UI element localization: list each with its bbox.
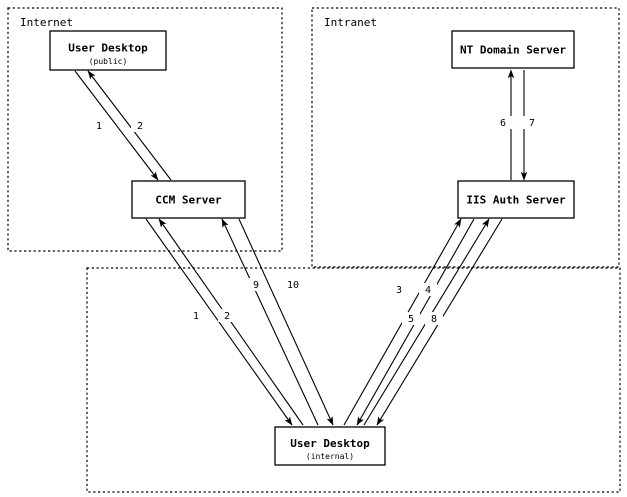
zone-boundary-internal (86, 267, 621, 493)
node-box-user-desktop-public (49, 30, 167, 71)
edge-label-backing-e5 (402, 312, 420, 325)
node-title-ccm-server: CCM Server (155, 194, 222, 207)
flow-line-2-ccm-server-to-user-desktop-public (87, 70, 172, 181)
zones-layer: Internet Intranet (7, 7, 621, 493)
flow-line-9-user-desktop-internal-to-ccm-server (221, 218, 319, 426)
edge-label-4-e4: 4 (425, 285, 431, 296)
edge-label-backing-e3 (390, 283, 408, 296)
edge-label-7-e7: 7 (529, 118, 535, 129)
edge-label-backing-e4 (419, 283, 437, 296)
zone-internal (86, 267, 621, 493)
node-box-user-desktop-internal (274, 426, 386, 466)
edge-label-2-e2: 2 (137, 121, 143, 132)
edge-label-9-e9: 9 (253, 280, 259, 291)
zone-label-internet: Internet (20, 16, 73, 29)
edge-label-10-e10: 10 (287, 280, 299, 291)
node-box-nt-domain-server (451, 30, 575, 69)
zone-intranet: Intranet (311, 7, 620, 268)
node-iis-auth-server: IIS Auth Server (457, 180, 575, 219)
edge-label-backing-e6 (494, 116, 512, 129)
edge-label-backing-e2b (218, 309, 236, 322)
flow-line-1-user-desktop-public-to-ccm-server (74, 70, 159, 181)
zone-boundary-internet (7, 7, 283, 252)
edge-label-backing-e10 (284, 278, 302, 291)
flow-line-10-ccm-server-to-user-desktop-internal (238, 218, 334, 426)
node-ccm-server: CCM Server (131, 180, 246, 219)
edge-label-5-e5: 5 (408, 314, 414, 325)
zone-label-intranet: Intranet (324, 16, 377, 29)
zone-internet: Internet (7, 7, 283, 252)
edge-label-8-e8: 8 (431, 314, 437, 325)
edge-label-backing-e9 (247, 278, 265, 291)
node-subtitle-user-desktop-internal: (internal) (306, 452, 354, 461)
edge-label-2-e2b: 2 (224, 311, 230, 322)
edge-label-backing-e1 (90, 119, 108, 132)
node-title-nt-domain-server: NT Domain Server (460, 44, 566, 57)
node-title-user-desktop-public: User Desktop (68, 42, 148, 55)
node-title-iis-auth-server: IIS Auth Server (466, 194, 566, 207)
node-title-user-desktop-internal: User Desktop (290, 437, 370, 450)
edge-label-backing-e8 (425, 312, 443, 325)
node-user-desktop-public: User Desktop (public) (49, 30, 167, 71)
edge-label-3-e3: 3 (396, 285, 402, 296)
node-box-ccm-server (131, 180, 246, 219)
edge-label-backing-e7 (523, 116, 541, 129)
node-box-iis-auth-server (457, 180, 575, 219)
edge-label-backing-e2 (131, 119, 149, 132)
edge-label-6-e6: 6 (500, 118, 506, 129)
edge-label-1-e1b: 1 (193, 311, 199, 322)
node-nt-domain-server: NT Domain Server (451, 30, 575, 69)
node-user-desktop-internal: User Desktop (internal) (274, 426, 386, 466)
edge-label-1-e1: 1 (96, 121, 102, 132)
edge-label-backing-e1b (187, 309, 205, 322)
edge-labels-layer: 1 2 1 2 9 10 3 4 5 8 6 7 (90, 116, 541, 325)
nodes-layer: User Desktop (public) CCM Server NT Domain … (49, 30, 575, 466)
node-subtitle-user-desktop-public: (public) (89, 57, 128, 66)
